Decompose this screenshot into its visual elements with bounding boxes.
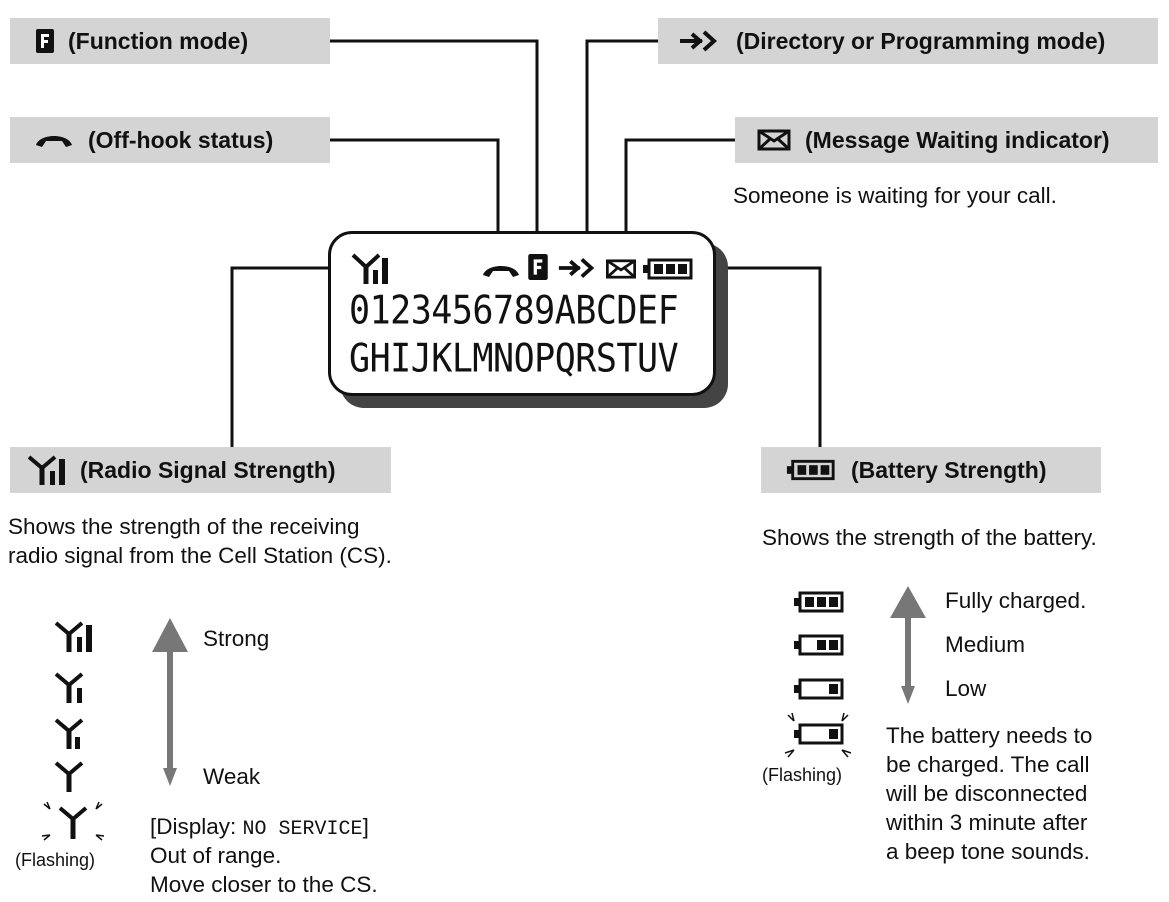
battery-icon (785, 459, 837, 481)
signal-strength-arrow (152, 618, 188, 786)
message-waiting-label: (Message Waiting indicator) (735, 117, 1158, 163)
battery-flashing-caption: (Flashing) (762, 765, 843, 785)
antenna-signal-icon (28, 455, 72, 485)
battery-strength-text: (Battery Strength) (851, 456, 1047, 483)
off-hook-text: (Off-hook status) (88, 126, 274, 153)
signal-flashing-caption: (Flashing) (15, 850, 96, 870)
battery-icon (643, 258, 693, 280)
battery-charge-line-4: within 3 minute after (886, 810, 1088, 835)
message-waiting-description: Someone is waiting for your call. (733, 183, 1057, 208)
battery-medium-label: Medium (945, 632, 1026, 657)
envelope-icon (606, 259, 636, 279)
display-row-1: 0123456789ABCDEF (349, 289, 679, 334)
signal-flashing-icon (41, 801, 105, 841)
radio-signal-label: (Radio Signal Strength) (10, 447, 391, 493)
signal-medium-icon (55, 672, 84, 703)
handset-icon (34, 131, 74, 149)
function-mode-label: (Function mode) (10, 18, 330, 64)
battery-medium-icon (794, 634, 844, 656)
envelope-icon (757, 129, 791, 151)
message-waiting-text: (Message Waiting indicator) (805, 126, 1110, 153)
battery-description: Shows the strength of the battery. (762, 525, 1097, 550)
lcd-display: 0123456789ABCDEF GHIJKLMNOPQRSTUV (328, 231, 716, 396)
display-prefix: [Display: (150, 814, 243, 839)
battery-low-icon (794, 678, 844, 700)
antenna-signal-icon (351, 253, 388, 284)
signal-low-icon (55, 718, 84, 749)
signal-strong-icon (55, 621, 92, 652)
battery-strength-arrow (890, 586, 926, 704)
battery-low-label: Low (945, 676, 987, 701)
directory-mode-text: (Directory or Programming mode) (736, 27, 1106, 54)
display-row-2: GHIJKLMNOPQRSTUV (349, 337, 679, 382)
function-f-icon (528, 254, 548, 280)
signal-strong-label: Strong (203, 626, 270, 651)
display-no-service-line: [Display: NO SERVICE] (150, 812, 369, 844)
display-code: NO SERVICE (242, 818, 363, 841)
move-closer-text: Move closer to the CS. (150, 872, 378, 897)
battery-flashing-icon (784, 712, 852, 758)
battery-full-icon (794, 591, 844, 613)
function-mode-text: (Function mode) (68, 27, 249, 54)
signal-weak-label: Weak (203, 764, 261, 789)
directory-mode-label: (Directory or Programming mode) (658, 18, 1158, 64)
battery-full-label: Fully charged. (945, 588, 1087, 613)
battery-charge-line-1: The battery needs to (886, 723, 1093, 748)
radio-description-line-2: radio signal from the Cell Station (CS). (8, 543, 392, 568)
battery-charge-line-3: will be disconnected (886, 781, 1088, 806)
radio-signal-text: (Radio Signal Strength) (80, 456, 336, 483)
battery-charge-line-2: be charged. The call (886, 752, 1090, 777)
display-suffix: ] (362, 814, 369, 839)
radio-description-line-1: Shows the strength of the receiving (8, 514, 360, 539)
signal-none-icon (55, 761, 84, 792)
handset-icon (483, 266, 519, 277)
arrow-icon (678, 29, 722, 53)
out-of-range-text: Out of range. (150, 843, 282, 868)
battery-charge-line-5: a beep tone sounds. (886, 839, 1090, 864)
battery-strength-label: (Battery Strength) (761, 447, 1101, 493)
off-hook-label: (Off-hook status) (10, 117, 330, 163)
arrow-icon (558, 257, 595, 279)
function-f-icon (36, 29, 54, 53)
